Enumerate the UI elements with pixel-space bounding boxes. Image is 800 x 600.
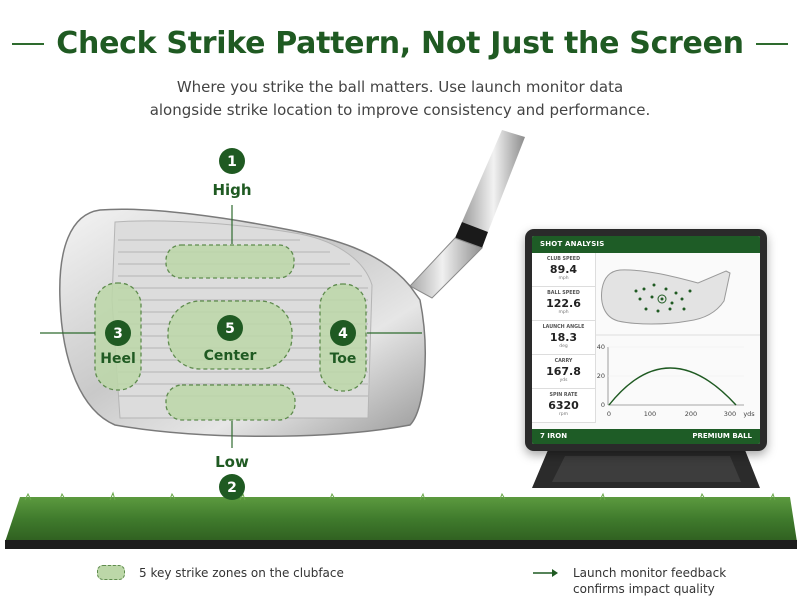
metrics-panel: CLUB SPEED 89.4 mph BALL SPEED 122.6 mph… [532,253,596,433]
launch-monitor: SHOT ANALYSIS CLUB SPEED 89.4 mph BALL S… [525,229,767,451]
subtitle: Where you strike the ball matters. Use l… [0,76,800,122]
zone-label-heel: Heel [100,351,136,367]
metric-label: SPIN RATE [549,393,578,398]
svg-text:4: 4 [338,326,348,342]
metric-label: BALL SPEED [547,291,580,296]
x-tick-0: 0 [607,410,611,418]
legend-zones: 5 key strike zones on the clubface [97,565,344,580]
metric-value: 6320 [548,399,579,412]
svg-text:3: 3 [113,326,123,342]
badge-1: 1 [219,148,245,174]
y-tick-0: 0 [601,401,605,409]
metric-carry: CARRY 167.8 yds [532,355,596,389]
zone-label-toe: Toe [330,351,357,367]
metric-unit: mph [558,310,569,315]
badge-3: 3 [105,320,131,346]
metric-value: 122.6 [546,297,581,310]
svg-text:2: 2 [227,480,237,496]
legend-feedback-text: Launch monitor feedback confirms impact … [573,565,726,597]
zone-label-center: Center [204,348,257,364]
zone-low-area [165,384,296,421]
metric-launch-angle: LAUNCH ANGLE 18.3 deg [532,321,596,355]
metric-value: 89.4 [549,263,578,276]
zone-label-high: High [212,181,251,199]
x-tick-100: 100 [644,410,656,418]
zone-swatch-icon [97,565,125,580]
x-tick-300: 300 [724,410,736,418]
badge-5: 5 [217,315,243,341]
turf-mat [5,491,797,549]
metric-club-speed: CLUB SPEED 89.4 mph [532,253,596,287]
y-tick-20: 20 [597,372,605,380]
club-label: 7 IRON [540,432,568,440]
mini-clubface [601,269,731,325]
monitor-screen: SHOT ANALYSIS CLUB SPEED 89.4 mph BALL S… [532,236,760,444]
x-tick-200: 200 [685,410,697,418]
arrow-right-icon [533,569,558,577]
metric-value: 18.3 [549,331,578,344]
svg-text:1: 1 [227,154,237,170]
zone-label-low: Low [215,453,249,471]
legend-zones-text: 5 key strike zones on the clubface [139,565,344,580]
title-rule-right [755,42,788,45]
metric-unit: deg [559,344,568,349]
title-rule-left [12,42,45,45]
strike-zones [94,244,367,421]
legend-feedback: Launch monitor feedback confirms impact … [532,565,726,597]
svg-text:5: 5 [225,321,235,337]
leader-lines [40,205,422,448]
metric-label: CARRY [554,359,573,364]
screen-graphics: 40 20 0 0 100 200 300 yds [596,269,760,418]
metric-unit: rpm [558,412,569,417]
title-row: Check Strike Pattern, Not Just the Scree… [0,26,800,61]
subtitle-line-2: alongside strike location to improve con… [149,101,651,119]
zone-high-area [165,244,295,279]
badge-2: 2 [219,474,245,500]
subtitle-line-1: Where you strike the ball matters. Use l… [176,78,624,96]
metric-label: LAUNCH ANGLE [542,325,585,330]
x-unit: yds [743,410,755,418]
metric-label: CLUB SPEED [546,257,581,262]
screen-header: SHOT ANALYSIS [532,236,760,253]
legend-feedback-line-2: confirms impact quality [573,582,715,596]
y-tick-40: 40 [597,343,605,351]
metric-unit: yds [559,378,568,383]
badge-4: 4 [330,320,356,346]
metric-spin-rate: SPIN RATE 6320 rpm [532,389,596,423]
monitor-stand [532,450,760,488]
page-title: Check Strike Pattern, Not Just the Scree… [56,26,744,61]
screen-footer: 7 IRON PREMIUM BALL [532,429,760,444]
ball-label: PREMIUM BALL [692,432,752,440]
legend-feedback-line-1: Launch monitor feedback [573,566,727,580]
metric-ball-speed: BALL SPEED 122.6 mph [532,287,596,321]
trajectory-chart: 40 20 0 0 100 200 300 yds [597,343,756,418]
club-shaft [409,130,525,299]
trajectory-line [608,367,737,406]
metric-unit: mph [558,276,569,281]
metric-value: 167.8 [546,365,581,378]
